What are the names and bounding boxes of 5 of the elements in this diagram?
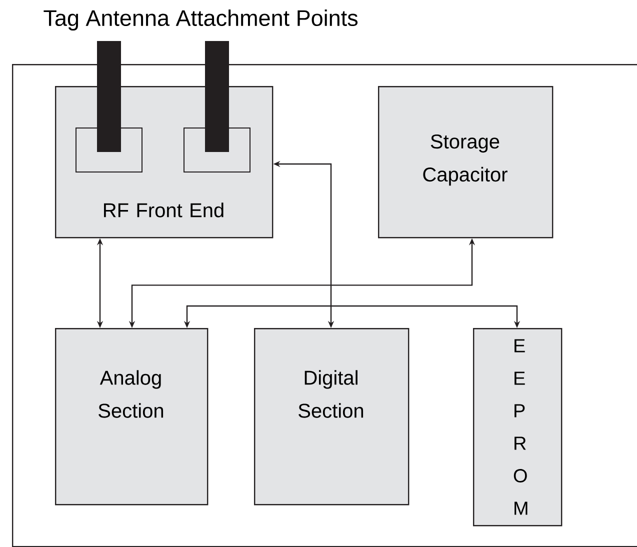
block-box: Storage Capacitor [378, 86, 554, 238]
block-box: E E P R O M [473, 328, 562, 526]
block-box: Analog Section [55, 328, 208, 506]
title-label: Tag Antenna Attachment Points [44, 10, 358, 30]
block-box: Digital Section [254, 328, 410, 506]
